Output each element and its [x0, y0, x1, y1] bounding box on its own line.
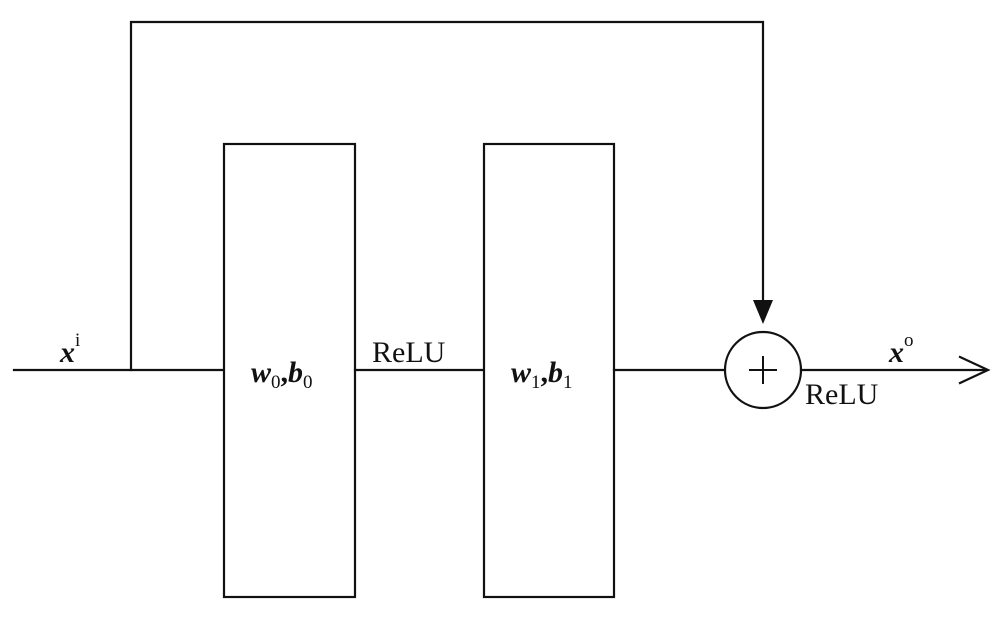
layer1-label: w1,b1	[511, 356, 573, 393]
input-label: xi	[59, 330, 80, 369]
skip-connection	[129, 20, 765, 372]
layer0-label: w0,b0	[251, 356, 313, 393]
layer0-block	[222, 142, 357, 599]
activation-out-label: ReLU	[805, 378, 879, 411]
activation-mid-label: ReLU	[372, 336, 446, 369]
skip-arrowhead	[753, 300, 773, 324]
output-arrowhead	[958, 355, 991, 385]
layer1-block	[482, 142, 616, 599]
output-label: xo	[888, 330, 914, 369]
